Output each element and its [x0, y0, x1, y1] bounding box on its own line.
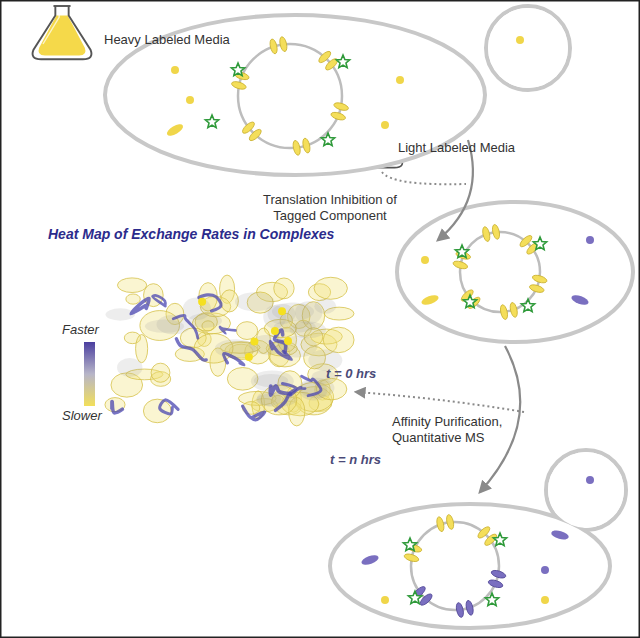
- tag-star: [321, 133, 334, 146]
- tag-star: [231, 63, 244, 76]
- legend-swatch: [84, 342, 95, 374]
- heat-map: [105, 275, 354, 426]
- panel-heading: Heat Map of Exchange Rates in Complexes: [48, 226, 334, 242]
- label-text: Light Labeled Media: [398, 140, 515, 156]
- label-text: Heavy Labeled Media: [104, 32, 230, 48]
- tag-star: [408, 591, 421, 604]
- tag-star: [455, 245, 468, 258]
- legend-swatch: [84, 374, 95, 406]
- legend-text: Faster: [62, 322, 99, 338]
- label-text: Affinity Purification, Quantitative MS: [392, 414, 514, 446]
- label-text: t = 0 hrs: [326, 366, 376, 382]
- dotted-line: [382, 172, 466, 184]
- tag-star: [336, 55, 349, 68]
- label-text: Translation Inhibition of Tagged Compone…: [255, 192, 405, 224]
- tag-star: [485, 593, 498, 606]
- label-text: t = n hrs: [330, 452, 381, 468]
- yeast-cell: [397, 202, 633, 342]
- yeast-cell: [330, 450, 626, 628]
- tag-star: [205, 115, 218, 128]
- tag-star: [521, 299, 534, 312]
- flask-icon: [33, 6, 92, 59]
- tag-star: [463, 295, 476, 308]
- yeast-cell: [105, 6, 570, 175]
- tag-star: [533, 237, 546, 250]
- tag-star: [403, 538, 416, 551]
- legend-text: Slower: [62, 408, 102, 424]
- dotted-arrow: [356, 392, 524, 412]
- tag-star: [493, 533, 506, 546]
